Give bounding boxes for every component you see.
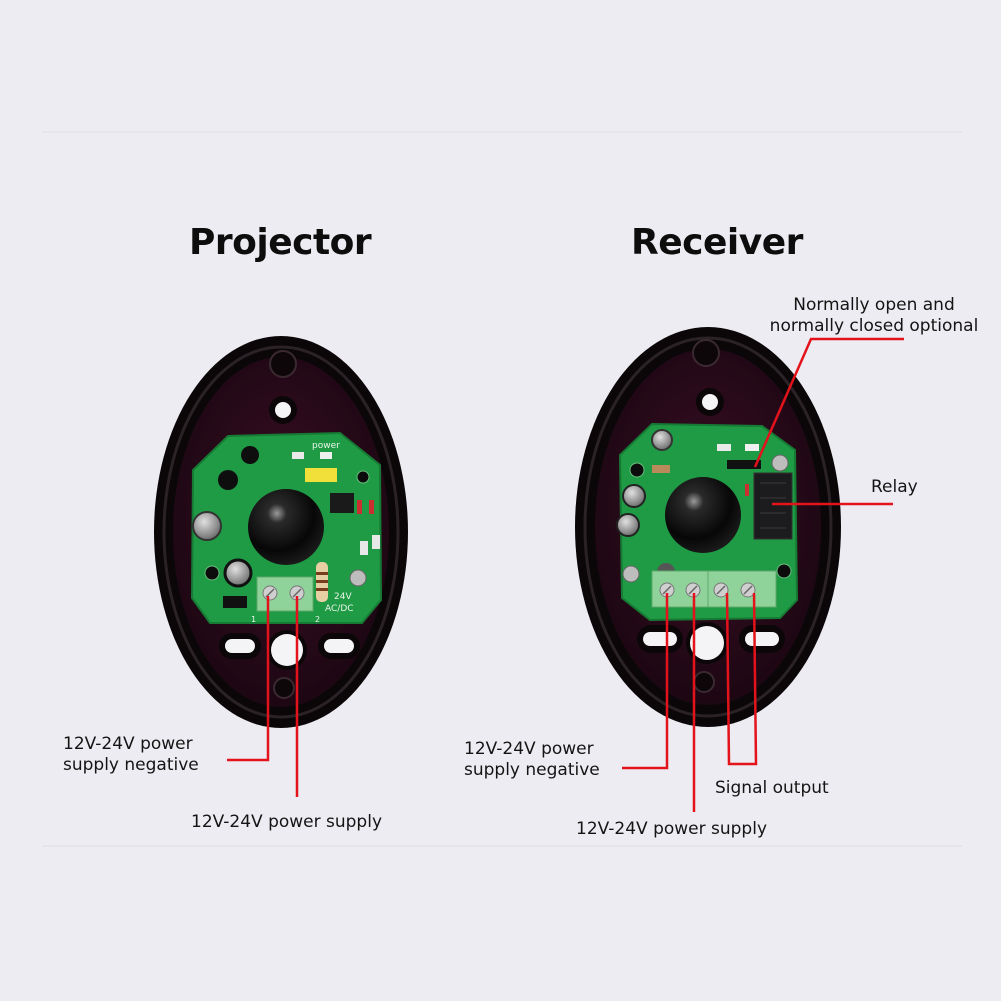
- projector-pcb: power 24V AC/DC 1 2: [190, 431, 383, 624]
- projector-negative-line2: supply negative: [63, 755, 199, 775]
- no-nc-jumper: [727, 460, 761, 469]
- lens-dome: [665, 477, 741, 553]
- screw-hole-icon: [275, 402, 291, 418]
- silk-power: power: [312, 441, 340, 451]
- receiver-signal-label: Signal output: [715, 778, 829, 798]
- leader-no-nc: [753, 337, 904, 468]
- svg-text:2: 2: [315, 615, 320, 624]
- leader-negative: [227, 596, 270, 762]
- leader-negative: [622, 593, 669, 770]
- capacitor-yellow: [305, 468, 337, 482]
- silk-acdc: AC/DC: [325, 604, 354, 614]
- projector-title: Projector: [189, 222, 372, 263]
- leader-signal: [725, 592, 758, 766]
- projector-negative-label: 12V-24V power supply negative: [63, 734, 199, 776]
- receiver-no-nc-line2: normally closed optional: [769, 316, 979, 336]
- svg-text:1: 1: [251, 615, 256, 624]
- mount-hole-icon: [692, 339, 720, 367]
- projector-leader-lines: [227, 596, 299, 797]
- projector-negative-line1: 12V-24V power: [63, 734, 193, 754]
- top-divider: [42, 131, 962, 133]
- projector-supply-label: 12V-24V power supply: [191, 812, 383, 832]
- lens-dome: [248, 489, 324, 565]
- silk-24v: 24V: [334, 592, 352, 602]
- receiver-pcb: [616, 422, 799, 622]
- receiver-leader-lines: [622, 337, 904, 812]
- bottom-divider: [42, 845, 962, 847]
- receiver-supply-label: 12V-24V power supply: [576, 819, 768, 839]
- receiver-negative-line1: 12V-24V power: [464, 739, 594, 759]
- mount-hole-icon: [269, 350, 297, 378]
- receiver-no-nc-line1: Normally open and: [793, 295, 955, 315]
- receiver-negative-label: 12V-24V power supply negative: [464, 739, 600, 781]
- screw-hole-icon: [702, 394, 718, 410]
- receiver-negative-line2: supply negative: [464, 760, 600, 780]
- receiver-title: Receiver: [631, 222, 803, 263]
- receiver-no-nc-label: Normally open and normally closed option…: [758, 295, 990, 337]
- receiver-relay-label: Relay: [871, 477, 918, 497]
